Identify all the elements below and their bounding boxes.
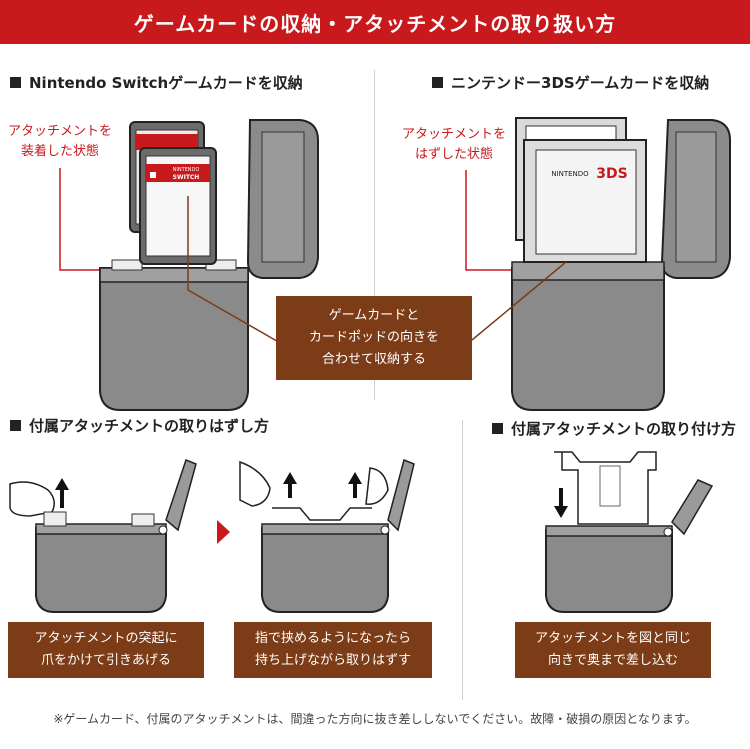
square-bullet-icon (492, 423, 503, 434)
caution-footnote: ※ゲームカード、付属のアタッチメントは、間違った方向に抜き差ししないでください。… (53, 712, 697, 726)
orientation-note: ゲームカードと カードポッドの向きを 合わせて収納する (276, 296, 472, 380)
removal-step2-note: 指で挟めるようになったら 持ち上げながら取りはずす (234, 622, 432, 678)
banner-title: ゲームカードの収納・アタッチメントの取り扱い方 (133, 11, 617, 36)
svg-text:NINTENDO: NINTENDO (173, 167, 200, 173)
section-heading-3ds: ニンテンドー3DSゲームカードを収納 (432, 72, 709, 93)
svg-text:NINTENDO: NINTENDO (551, 170, 589, 178)
arrow-up-icon (348, 472, 362, 484)
divider-top (374, 70, 375, 400)
square-bullet-icon (432, 77, 443, 88)
page-banner: ゲームカードの収納・アタッチメントの取り扱い方 (0, 0, 750, 44)
arrow-up-icon (283, 472, 297, 484)
section-heading-switch: Nintendo Switchゲームカードを収納 (10, 72, 303, 93)
divider-bottom (462, 420, 463, 700)
3ds-pod-body (511, 267, 665, 411)
switch-leader-line (59, 168, 108, 271)
3ds-note-leader (471, 261, 567, 341)
section-heading-remove: 付属アタッチメントの取りはずし方 (10, 415, 269, 436)
arrow-up-icon (55, 478, 69, 490)
arrow-down-icon (554, 506, 568, 518)
switch-note-leader (187, 196, 283, 345)
attach-step-note: アタッチメントを図と同じ 向きで奥まで差し込む (515, 622, 711, 678)
svg-text:3DS: 3DS (596, 166, 627, 182)
3ds-leader-line (465, 170, 512, 271)
square-bullet-icon (10, 77, 21, 88)
removal-step1-note: アタッチメントの突起に 爪をかけて引きあげる (8, 622, 204, 678)
chevron-right-icon (217, 520, 230, 544)
3ds-state-label: アタッチメントをはずした状態 (402, 127, 507, 162)
section-heading-attach: 付属アタッチメントの取り付け方 (492, 418, 736, 439)
square-bullet-icon (10, 420, 21, 431)
svg-text:SWITCH: SWITCH (173, 174, 200, 181)
switch-state-label: アタッチメントを装着した状態 (8, 124, 113, 159)
